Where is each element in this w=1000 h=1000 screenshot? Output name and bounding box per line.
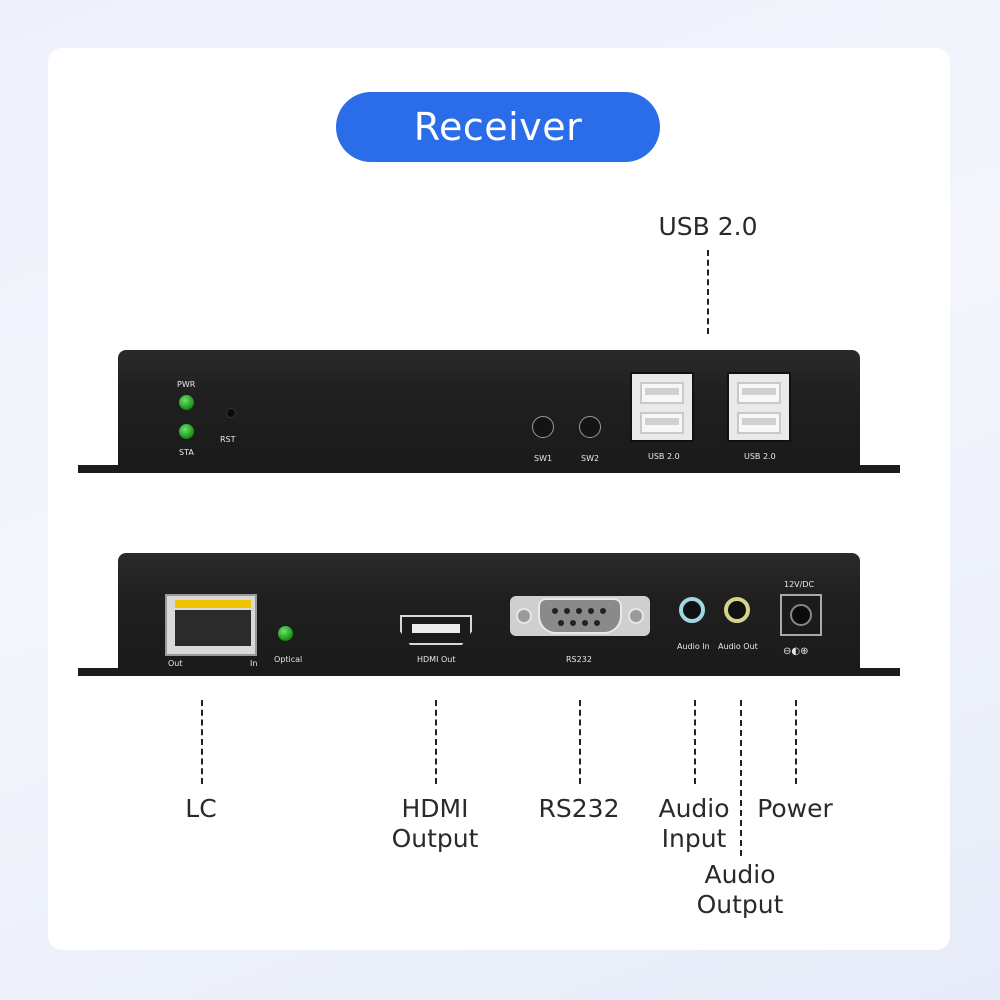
hdmi-callout-label-1: HDMI	[401, 794, 469, 823]
sta-label: STA	[179, 448, 194, 457]
audio-output-callout-label-1: Audio	[704, 860, 776, 889]
sfp-in-label: In	[250, 659, 258, 668]
sw1-label: SW1	[534, 454, 553, 463]
usb-callout-label: USB 2.0	[658, 212, 758, 241]
rs232-port[interactable]	[510, 596, 650, 636]
usb-port-1[interactable]	[630, 372, 694, 442]
optical-label: Optical	[274, 655, 303, 664]
audio-out-jack[interactable]	[724, 597, 750, 623]
power-callout-label: Power	[757, 794, 833, 823]
pwr-label: PWR	[177, 380, 196, 389]
hdmi-callout-label-2: Output	[391, 824, 479, 853]
audio-in-jack[interactable]	[679, 597, 705, 623]
power-rating-label: 12V/DC	[784, 580, 815, 589]
audio-in-label: Audio In	[677, 642, 710, 651]
usb-port-2-label: USB 2.0	[744, 452, 776, 461]
rs232-callout-label: RS232	[538, 794, 620, 823]
audio-out-label: Audio Out	[718, 642, 758, 651]
audio-input-callout-line	[694, 700, 696, 784]
rs232-callout-line	[579, 700, 581, 784]
sw2-button[interactable]	[579, 416, 601, 438]
sw2-label: SW2	[581, 454, 600, 463]
sta-led	[179, 424, 194, 439]
reset-pinhole[interactable]	[226, 408, 236, 418]
rs232-label: RS232	[566, 655, 592, 664]
sfp-out-label: Out	[168, 659, 183, 668]
content-card	[48, 48, 950, 950]
hdmi-out-label: HDMI Out	[417, 655, 456, 664]
usb-port-2[interactable]	[727, 372, 791, 442]
usb-port-1-label: USB 2.0	[648, 452, 680, 461]
dc-power-jack[interactable]	[780, 594, 822, 636]
lc-callout-label: LC	[185, 794, 217, 823]
audio-output-callout-line	[740, 700, 742, 856]
sw1-button[interactable]	[532, 416, 554, 438]
rst-label: RST	[220, 435, 236, 444]
page-title: Receiver	[336, 92, 660, 162]
lc-callout-line	[201, 700, 203, 784]
usb-callout-line	[707, 250, 709, 334]
polarity-icon: ⊖◐⊕	[783, 646, 809, 657]
audio-input-callout-label-1: Audio	[658, 794, 730, 823]
power-callout-line	[795, 700, 797, 784]
optical-led	[278, 626, 293, 641]
hdmi-port-contacts	[412, 624, 460, 633]
audio-input-callout-label-2: Input	[661, 824, 727, 853]
hdmi-callout-line	[435, 700, 437, 784]
lc-sfp-port[interactable]	[165, 594, 257, 656]
pwr-led	[179, 395, 194, 410]
audio-output-callout-label-2: Output	[696, 890, 784, 919]
